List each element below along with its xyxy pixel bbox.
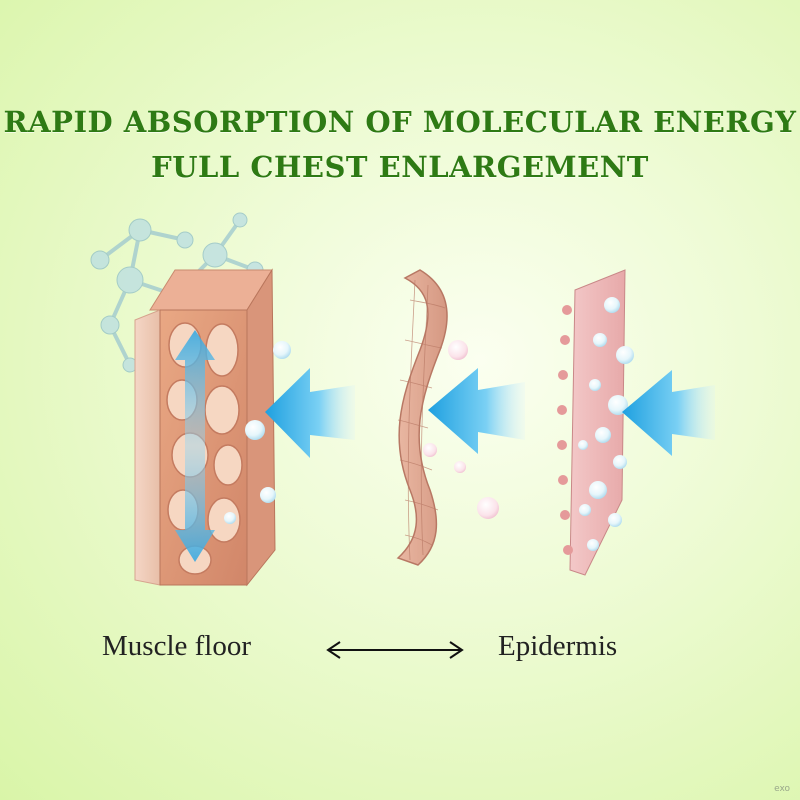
headline-line-2: FULL CHEST ENLARGEMENT	[151, 150, 649, 184]
blue-arrow-icon	[265, 368, 355, 458]
blue-arrow-icon	[428, 368, 525, 454]
headline-line-1: RAPID ABSORPTION OF MOLECULAR ENERGY	[3, 105, 797, 139]
absorption-illustration	[90, 212, 715, 587]
skin-strip-icon	[396, 269, 499, 566]
epidermis-layer-icon	[557, 269, 634, 576]
blue-arrow-icon	[622, 370, 715, 456]
caption-epidermis: Epidermis	[498, 630, 618, 662]
watermark: exo	[774, 784, 790, 794]
double-arrow-icon	[326, 641, 464, 659]
caption-muscle-floor: Muscle floor	[102, 630, 251, 662]
tissue-block-icon	[134, 268, 291, 587]
